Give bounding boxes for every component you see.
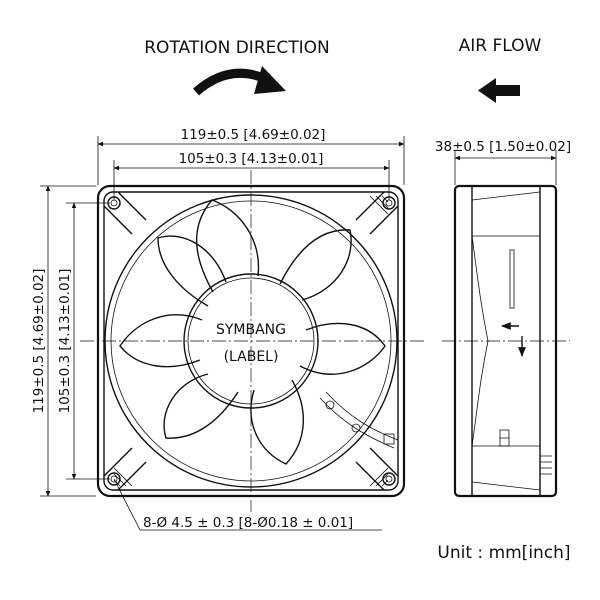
- mounting-hole: [107, 196, 121, 210]
- hole-spacing-width-dimension: 105±0.3 [4.13±0.01]: [113, 151, 390, 200]
- overall-width-dimension: 119±0.5 [4.69±0.02]: [97, 127, 405, 185]
- mounting-hole: [382, 196, 396, 210]
- mounting-hole: [107, 472, 121, 486]
- hole-spacing-height-label: 105±0.3 [4.13±0.01]: [57, 269, 73, 414]
- overall-width-label: 119±0.5 [4.69±0.02]: [181, 127, 326, 143]
- fan-brand-label: SYMBANG: [216, 322, 286, 338]
- fan-front-view: SYMBANG (LABEL): [80, 170, 425, 512]
- airflow-arrow-icon: [478, 78, 520, 103]
- overall-height-label: 119±0.5 [4.69±0.02]: [31, 269, 47, 414]
- depth-dimension: 38±0.5 [1.50±0.02]: [435, 139, 571, 185]
- rotation-arrow-icon: [193, 66, 286, 96]
- overall-height-dimension: 119±0.5 [4.69±0.02]: [31, 185, 96, 497]
- hole-spacing-width-label: 105±0.3 [4.13±0.01]: [179, 151, 324, 167]
- air-flow-title: AIR FLOW: [459, 36, 542, 56]
- depth-label: 38±0.5 [1.50±0.02]: [435, 139, 571, 155]
- mounting-hole-label: 8-Ø 4.5 ± 0.3 [8-Ø0.18 ± 0.01]: [143, 515, 353, 531]
- fan-side-view: [442, 184, 570, 498]
- fan-blades: [119, 199, 386, 465]
- rotation-direction-title: ROTATION DIRECTION: [144, 38, 330, 58]
- mounting-hole: [382, 472, 396, 486]
- mounting-hole-callout: 8-Ø 4.5 ± 0.3 [8-Ø0.18 ± 0.01]: [113, 478, 382, 531]
- unit-label: Unit : mm[inch]: [437, 543, 570, 563]
- hole-spacing-height-dimension: 105±0.3 [4.13±0.01]: [57, 202, 110, 480]
- fan-label-placeholder: (LABEL): [224, 349, 279, 365]
